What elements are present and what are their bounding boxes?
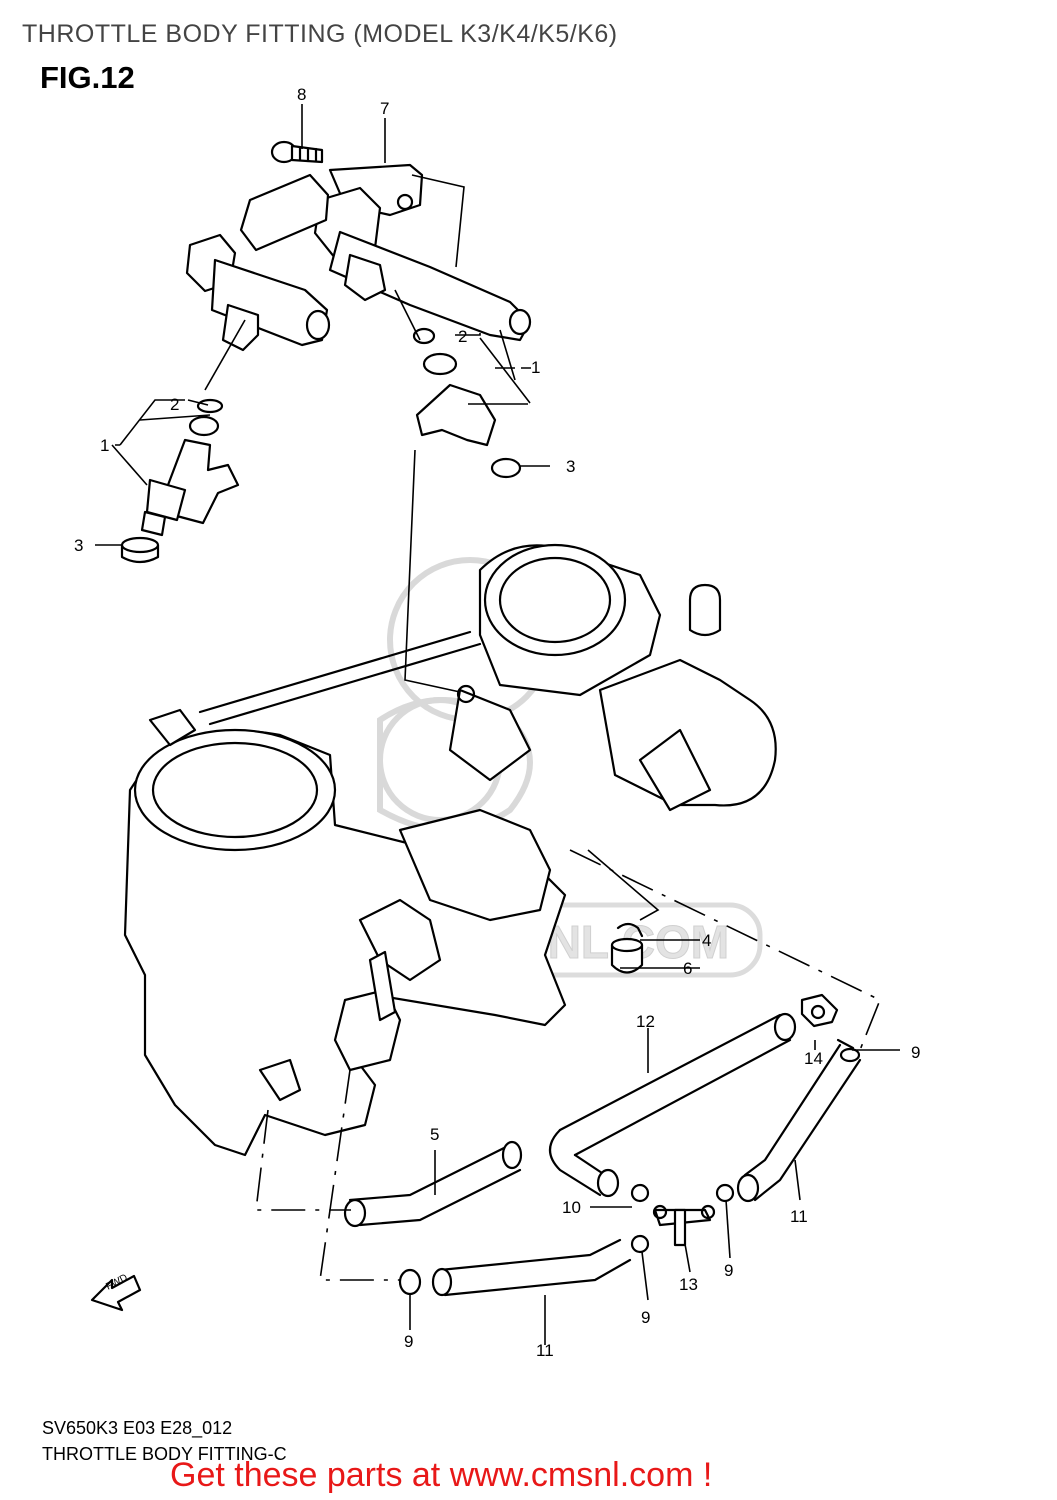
callout-8: 8 bbox=[297, 85, 306, 104]
part-8-bolt bbox=[270, 140, 324, 164]
part-1-injector-left bbox=[140, 415, 240, 537]
callout-11-right: 11 bbox=[790, 1207, 808, 1226]
callout-12: 12 bbox=[636, 1012, 655, 1031]
callout-6: 6 bbox=[683, 959, 692, 978]
callout-9-mid: 9 bbox=[641, 1308, 650, 1327]
callout-4: 4 bbox=[702, 931, 711, 950]
part-3-cushion-left bbox=[120, 536, 160, 564]
callout-1-left: 1 bbox=[100, 436, 109, 455]
part-2-o-ring-right bbox=[412, 327, 436, 345]
part-6-cap bbox=[610, 937, 644, 974]
callout-9-right: 9 bbox=[724, 1261, 733, 1280]
page-title: THROTTLE BODY FITTING (MODEL K3/K4/K5/K6… bbox=[22, 20, 618, 48]
part-9-clips bbox=[398, 1038, 855, 1296]
figure-label: FIG.12 bbox=[40, 60, 135, 95]
callout-14: 14 bbox=[804, 1049, 823, 1068]
part-12-vacuum-hose bbox=[548, 1012, 797, 1198]
throttle-body-assembly bbox=[123, 543, 777, 1157]
part-11-vacuum-hose-left bbox=[431, 1238, 632, 1297]
callout-9-left: 9 bbox=[404, 1332, 413, 1351]
part-11-vacuum-hose-right bbox=[736, 1043, 862, 1203]
diagram-code: SV650K3 E03 E28_012 bbox=[42, 1418, 233, 1438]
part-3-cushion-right bbox=[490, 457, 522, 479]
callout-7: 7 bbox=[380, 99, 389, 118]
callout-10: 10 bbox=[562, 1198, 581, 1217]
part-7-fuel-delivery-pipe bbox=[185, 163, 532, 352]
diagram-caption: THROTTLE BODY FITTING-C bbox=[42, 1444, 287, 1464]
part-13-t-joint bbox=[652, 1204, 716, 1247]
forward-direction-arrow: FWD bbox=[90, 1272, 142, 1312]
callout-3-left: 3 bbox=[74, 536, 83, 555]
callout-2-left: 2 bbox=[170, 395, 179, 414]
callout-2-right: 2 bbox=[458, 327, 467, 346]
part-2-o-ring-left bbox=[196, 398, 224, 414]
callout-1-right: 1 bbox=[531, 358, 540, 377]
callout-9-far-right: 9 bbox=[911, 1043, 920, 1062]
part-10-clip bbox=[630, 1183, 650, 1203]
callout-3-right: 3 bbox=[566, 457, 575, 476]
part-1-injector-right bbox=[415, 352, 497, 447]
part-4-clip bbox=[616, 922, 644, 938]
leader-lines bbox=[95, 104, 900, 1345]
part-14-hose-clamp bbox=[800, 993, 839, 1028]
callout-5: 5 bbox=[430, 1125, 439, 1144]
callout-11-left: 11 bbox=[536, 1341, 554, 1360]
part-5-hose bbox=[343, 1140, 523, 1228]
promo-link[interactable]: Get these parts at www.cmsnl.com ! bbox=[170, 1456, 713, 1494]
callout-13: 13 bbox=[679, 1275, 698, 1294]
